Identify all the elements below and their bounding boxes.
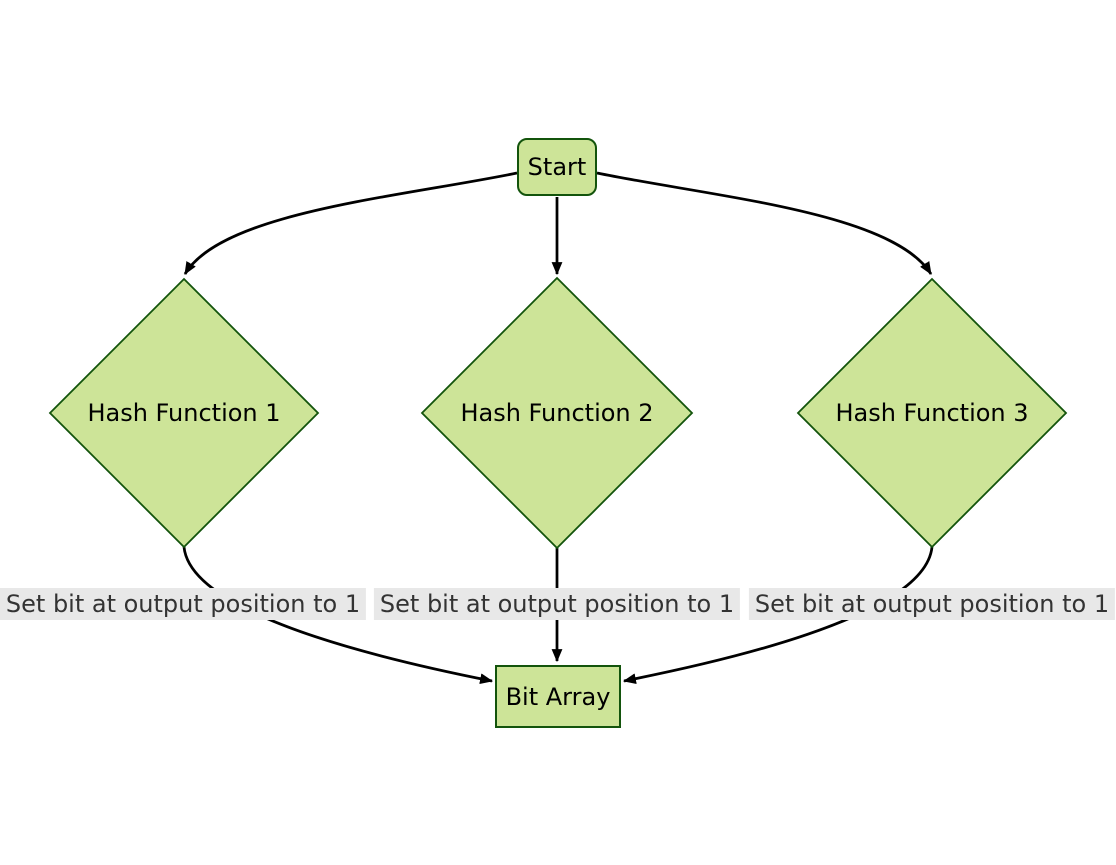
start-node: Start [517, 138, 597, 196]
edge-start-to-hash3 [596, 171, 933, 275]
hash-function-1-node [48, 277, 320, 549]
edge-label-hash2: Set bit at output position to 1 [373, 588, 741, 620]
hash-function-2-label: Hash Function 2 [460, 399, 654, 427]
hash-function-3-node [796, 277, 1068, 549]
bit-array-node-label: Bit Array [505, 682, 611, 711]
hash-function-3-label: Hash Function 3 [835, 399, 1029, 427]
hash-function-2-node [420, 276, 694, 550]
edge-label-hash1: Set bit at output position to 1 [0, 588, 367, 620]
edge-label-hash3: Set bit at output position to 1 [748, 588, 1116, 620]
start-node-label: Start [527, 153, 587, 181]
bit-array-node: Bit Array [495, 665, 621, 728]
edge-start-to-hash1 [183, 171, 518, 275]
hash-function-1-label: Hash Function 1 [87, 399, 281, 427]
